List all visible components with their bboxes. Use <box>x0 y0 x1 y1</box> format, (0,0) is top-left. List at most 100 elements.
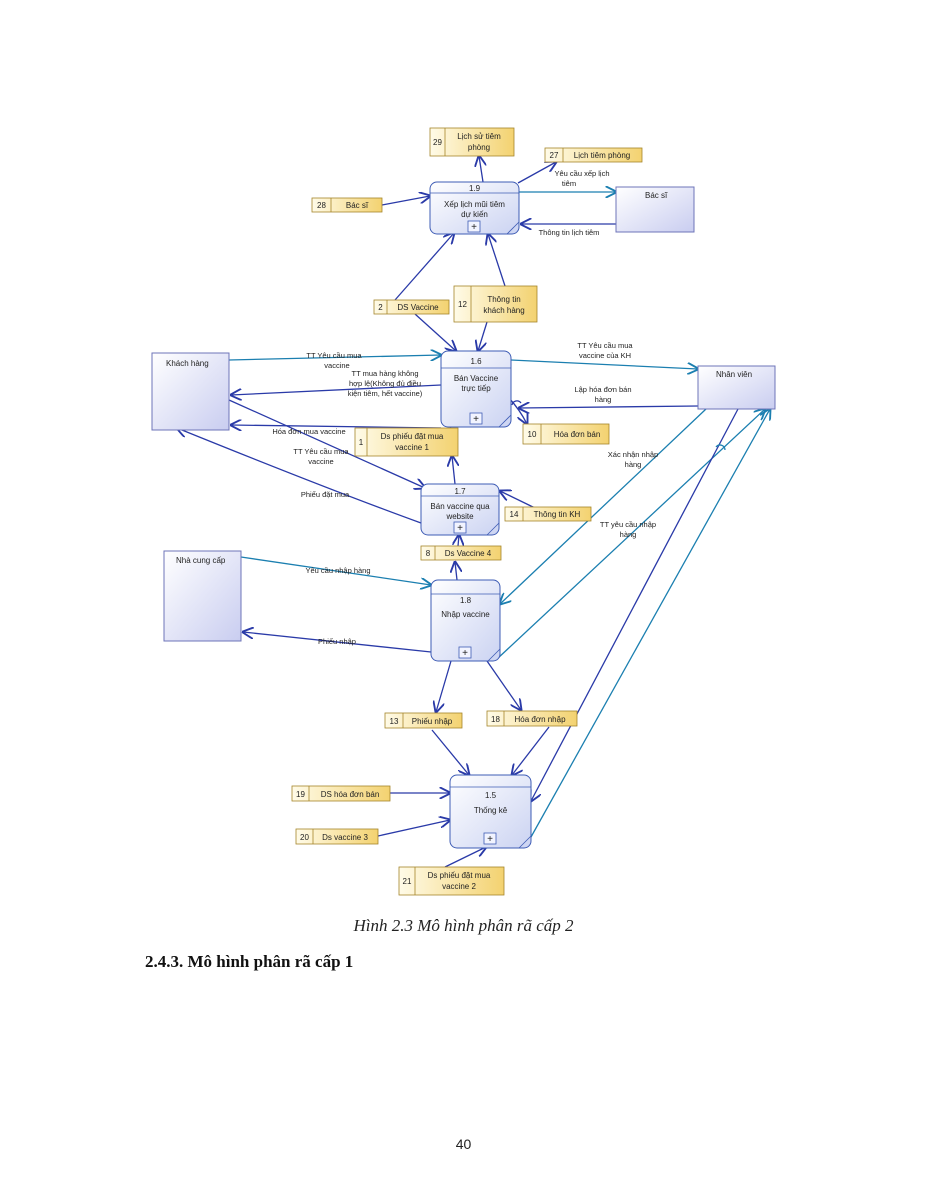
flow-label: vaccine <box>324 361 349 370</box>
entity-nhacungcap-label: Nhà cung cấp <box>176 556 226 565</box>
store-21-label-2: vaccine 2 <box>442 882 476 891</box>
flow-label: tiêm <box>562 179 576 188</box>
store-13: 13 Phiếu nhập <box>384 712 463 729</box>
flow-label: Lập hóa đơn bán <box>574 385 631 394</box>
flow-label: hợp lệ(Không đủ điều <box>349 379 421 388</box>
flow-s8-to-17 <box>458 535 459 547</box>
store-2: 2 DS Vaccine <box>373 299 450 315</box>
entity-bacsi-label: Bác sĩ <box>645 191 668 200</box>
flow-label: Xác nhận nhập <box>608 450 658 459</box>
flow-label: vaccine của KH <box>579 351 631 360</box>
process-1-9-id: 1.9 <box>469 184 481 193</box>
flow-kh-to-17 <box>228 399 425 488</box>
store-18: 18 Hóa đơn nhập <box>486 710 578 727</box>
store-28-num: 28 <box>317 201 326 210</box>
process-1-7-name-2: website <box>445 512 474 521</box>
process-1-7: 1.7 Bán vaccine qua website + <box>420 483 500 536</box>
flow-label: vaccine <box>308 457 333 466</box>
entity-nhacungcap: Nhà cung cấp <box>163 550 242 642</box>
entity-nhanvien-label: Nhân viên <box>716 370 752 379</box>
flow-label: TT yêu cầu nhập <box>600 520 656 529</box>
flow-15-to-nv <box>530 409 770 838</box>
plus-icon: + <box>473 414 479 425</box>
expand-icon[interactable] <box>469 412 483 425</box>
store-27-label: Lịch tiêm phòng <box>574 151 630 160</box>
store-1-label: Ds phiếu đặt mua <box>381 432 444 441</box>
process-1-6-id: 1.6 <box>470 357 482 366</box>
flow-nv-to-15 <box>531 408 739 801</box>
store-1: 1 Ds phiếu đặt mua vaccine 1 <box>354 427 459 457</box>
flow-19-to-s29 <box>479 156 483 183</box>
store-10: 10 Hóa đơn bán <box>522 423 610 445</box>
flow-label: Yêu cầu nhập hàng <box>305 566 370 575</box>
flow-label: TT Yêu cầu mua <box>306 351 362 360</box>
flow-label: Phiếu nhập <box>318 637 356 646</box>
flow-label: Thông tin lịch tiêm <box>539 228 600 237</box>
expand-icon[interactable] <box>453 521 467 534</box>
store-2-label: DS Vaccine <box>397 303 439 312</box>
flow-17-to-kh <box>177 428 422 524</box>
process-1-9: 1.9 Xếp lịch mũi tiêm dự kiến + <box>429 181 520 235</box>
flow-18-to-nv <box>496 409 765 660</box>
flow-label: hàng <box>595 395 612 404</box>
flow-s13-to-15 <box>431 729 469 775</box>
store-12-label-2: khách hàng <box>483 306 524 315</box>
store-18-num: 18 <box>491 715 500 724</box>
store-20: 20 Ds vaccine 3 <box>295 828 379 845</box>
line-jump-nv <box>715 444 726 451</box>
flow-label: Yêu cầu xếp lịch <box>554 169 609 178</box>
flow-16-to-kh-invoice <box>231 425 442 428</box>
store-12-label: Thông tin <box>487 295 520 304</box>
flow-label: hàng <box>625 460 642 469</box>
store-28-label: Bác sĩ <box>346 201 369 210</box>
store-14: 14 Thông tin KH <box>504 506 592 522</box>
flow-label: TT Yêu cầu mua <box>577 341 633 350</box>
flow-s28-to-19 <box>381 196 430 206</box>
entity-khachhang: Khách hàng <box>151 352 230 431</box>
expand-icon[interactable] <box>467 220 481 233</box>
plus-icon: + <box>462 648 468 659</box>
store-8-label: Ds Vaccine 4 <box>445 549 492 558</box>
process-1-8-id: 1.8 <box>460 596 472 605</box>
flow-16-to-nv <box>510 359 698 369</box>
flow-19-to-s27 <box>517 162 556 184</box>
process-1-7-id: 1.7 <box>454 487 466 496</box>
store-29-num: 29 <box>433 138 442 147</box>
section-heading: 2.4.3. Mô hình phân rã cấp 1 <box>145 952 354 971</box>
flow-s21-to-15 <box>444 847 486 868</box>
store-1-num: 1 <box>359 438 364 447</box>
flow-16-to-kh-invalid <box>231 384 442 395</box>
process-1-5-name: Thống kê <box>474 806 508 815</box>
store-20-num: 20 <box>300 833 309 842</box>
flow-18-to-s13 <box>436 660 452 712</box>
flow-label: Phiếu đặt mua <box>301 490 350 499</box>
flow-18-to-s18 <box>486 660 521 710</box>
flow-17-to-s1 <box>452 456 455 485</box>
store-20-label: Ds vaccine 3 <box>322 833 368 842</box>
process-1-5-id: 1.5 <box>485 791 497 800</box>
entity-khachhang-label: Khách hàng <box>166 359 209 368</box>
process-1-9-name: Xếp lịch mũi tiêm <box>444 200 505 209</box>
store-29-label-2: phòng <box>468 143 490 152</box>
expand-icon[interactable] <box>483 832 497 845</box>
figure-caption: Hình 2.3 Mô hình phân rã cấp 2 <box>353 916 574 935</box>
flow-label: hàng <box>620 530 637 539</box>
process-1-5: 1.5 Thống kê + <box>449 774 532 849</box>
entity-bacsi: Bác sĩ <box>615 186 695 233</box>
store-21-label: Ds phiếu đặt mua <box>428 871 491 880</box>
store-14-label: Thông tin KH <box>534 510 581 519</box>
flow-ncc-to-18 <box>240 556 431 585</box>
store-27-num: 27 <box>550 151 559 160</box>
store-12-num: 12 <box>458 300 467 309</box>
expand-icon[interactable] <box>458 646 472 659</box>
flow-kh-to-16 <box>228 355 441 360</box>
flow-label: TT mua hàng không <box>352 369 419 378</box>
store-19: 19 DS hóa đơn bán <box>291 785 391 802</box>
store-2-num: 2 <box>378 303 383 312</box>
store-14-num: 14 <box>510 510 519 519</box>
process-1-6: 1.6 Bán Vaccine trực tiếp + <box>440 350 512 428</box>
store-29: 29 Lịch sử tiêm phòng <box>429 127 515 157</box>
flow-label: kiện tiêm, hết vaccine) <box>348 389 423 398</box>
flow-nv-to-18 <box>500 408 707 604</box>
